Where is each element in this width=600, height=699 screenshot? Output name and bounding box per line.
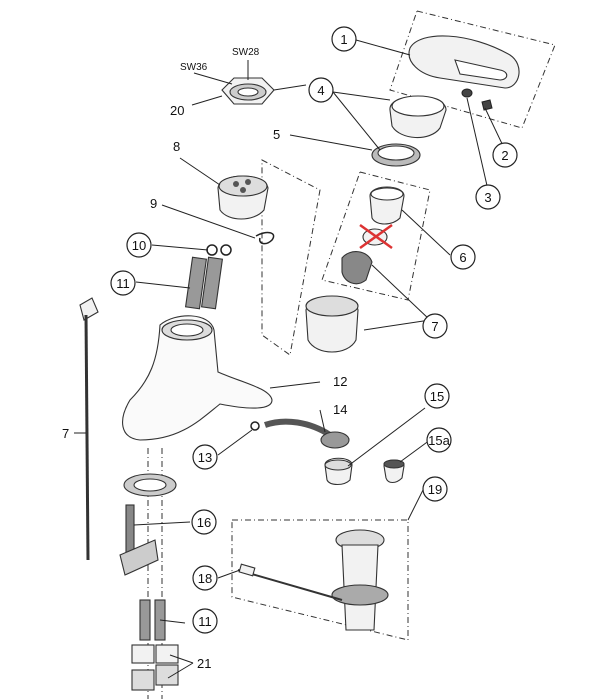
callout-3: 3	[475, 184, 501, 210]
callout-8: 8	[173, 139, 180, 154]
lever-group-frame	[389, 10, 556, 129]
svg-text:1: 1	[340, 32, 347, 47]
svg-text:11: 11	[198, 614, 212, 629]
callout-20: 20	[170, 103, 184, 118]
callout-5: 5	[273, 127, 280, 142]
callout-15: 15	[424, 383, 450, 409]
svg-text:3: 3	[484, 190, 491, 205]
callout-21: 21	[197, 656, 211, 671]
svg-text:6: 6	[459, 250, 466, 265]
tap-body	[122, 315, 273, 441]
svg-text:7: 7	[431, 319, 438, 334]
wrench-size-sw36: SW36	[180, 62, 208, 73]
hose-spray-head	[320, 431, 350, 449]
callout-18: 18	[192, 565, 218, 591]
inlet-hoses-upper	[184, 256, 224, 310]
fixing-stud	[119, 504, 159, 576]
plug-cap	[461, 88, 473, 98]
cartridge-group-frame	[261, 159, 321, 356]
svg-text:10: 10	[132, 238, 146, 253]
svg-text:11: 11	[116, 276, 130, 291]
cartridge-seal-frame	[321, 171, 431, 301]
callout-7-cartridge: 7	[422, 313, 448, 339]
cartridge-seal-ring	[369, 186, 405, 225]
svg-text:19: 19	[428, 482, 442, 497]
svg-text:4: 4	[317, 83, 324, 98]
callout-2: 2	[492, 142, 518, 168]
leader-lines	[74, 39, 506, 679]
retaining-clip	[255, 231, 275, 245]
small-o-ring	[250, 421, 260, 431]
waste-group-frame	[231, 519, 409, 641]
compression-fittings	[131, 644, 179, 691]
cartridge-head	[217, 175, 269, 220]
obsolete-insert	[359, 223, 393, 250]
svg-text:2: 2	[501, 148, 508, 163]
wrench-size-sw28: SW28	[232, 47, 260, 58]
hex-nut	[221, 77, 275, 105]
callout-9: 9	[150, 196, 157, 211]
svg-text:15a: 15a	[428, 433, 450, 448]
callout-4: 4	[308, 77, 334, 103]
svg-text:15: 15	[430, 389, 444, 404]
callout-1: 1	[331, 26, 357, 52]
callout-15a: 15a	[426, 427, 452, 453]
aerator-insert	[383, 459, 405, 484]
pivot-rod	[237, 563, 343, 601]
cover-ring	[389, 95, 447, 139]
svg-text:18: 18	[198, 571, 212, 586]
svg-text:13: 13	[198, 450, 212, 465]
pop-up-waste	[331, 529, 389, 631]
cartridge	[305, 295, 359, 353]
o-rings	[206, 244, 232, 256]
aerator	[324, 457, 353, 486]
lift-rod	[79, 297, 99, 561]
screw	[481, 99, 493, 111]
callout-7-lift-rod: 7	[62, 426, 69, 441]
svg-text:16: 16	[197, 515, 211, 530]
callout-13: 13	[192, 444, 218, 470]
callout-12: 12	[333, 374, 347, 389]
base-seal	[123, 473, 177, 497]
pull-out-hose	[264, 418, 332, 438]
lever-handle	[408, 35, 520, 89]
callout-11-upper: 11	[110, 270, 136, 296]
callout-16: 16	[191, 509, 217, 535]
callout-14: 14	[333, 402, 347, 417]
callout-6: 6	[450, 244, 476, 270]
callout-19: 19	[422, 476, 448, 502]
callout-11-lower: 11	[192, 608, 218, 634]
threaded-ring	[371, 143, 421, 167]
callout-10: 10	[126, 232, 152, 258]
cartridge-insert	[341, 251, 373, 285]
